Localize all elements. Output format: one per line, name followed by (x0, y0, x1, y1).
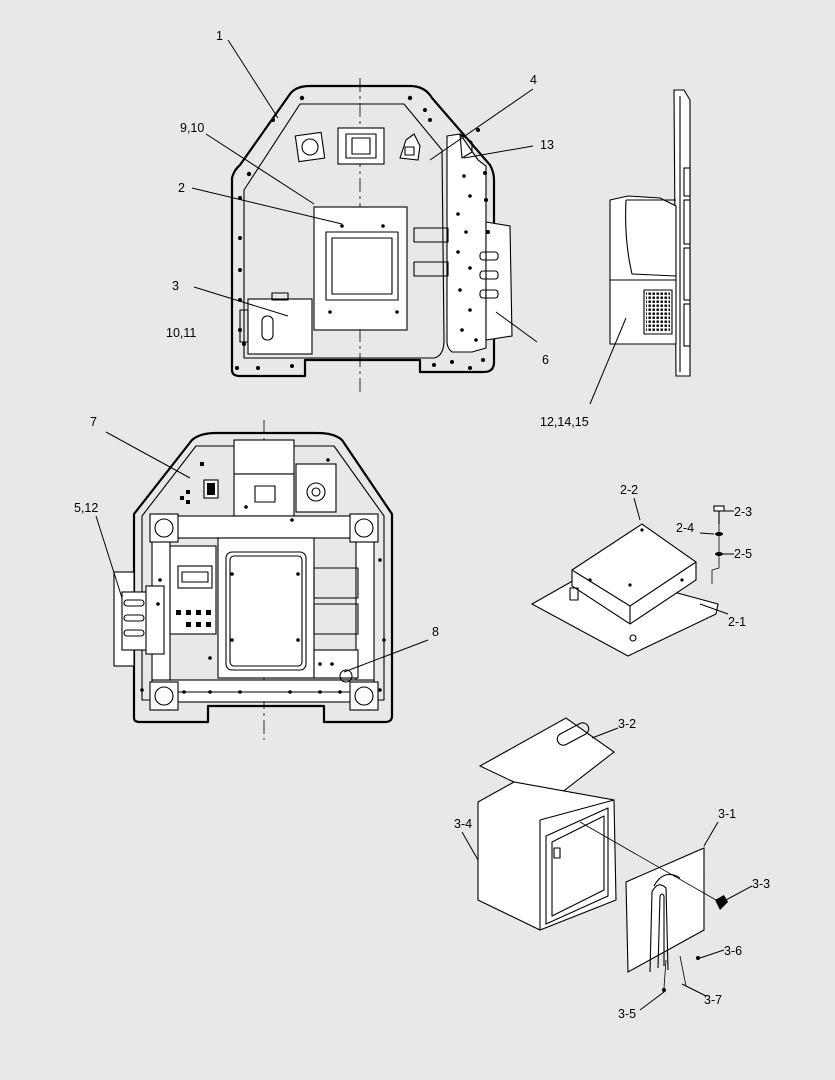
callout-3-6: 3-6 (724, 944, 742, 958)
callout-3: 3 (172, 279, 179, 293)
callout-6: 6 (542, 353, 549, 367)
callout-2-5: 2-5 (734, 547, 752, 561)
callout-3-3: 3-3 (752, 877, 770, 891)
rear-view (113, 420, 394, 740)
callout-2-3: 2-3 (734, 505, 752, 519)
side-view (609, 89, 691, 377)
callout-5-12: 5,12 (74, 501, 98, 515)
callout-3-5: 3-5 (618, 1007, 636, 1021)
callout-12-14-15: 12,14,15 (540, 415, 589, 429)
callout-3-1: 3-1 (718, 807, 736, 821)
callout-9-10: 9,10 (180, 121, 204, 135)
callout-3-7: 3-7 (704, 993, 722, 1007)
callout-7: 7 (90, 415, 97, 429)
callout-1: 1 (216, 29, 223, 43)
callout-2-2: 2-2 (620, 483, 638, 497)
callout-2-1: 2-1 (728, 615, 746, 629)
callout-labels: 1 9,10 2 3 10,11 4 13 6 12,14,15 7 5,12 … (74, 29, 770, 1021)
callout-13: 13 (540, 138, 554, 152)
detail-2-cover (530, 505, 725, 657)
callout-2-4: 2-4 (676, 521, 694, 535)
callout-3-2: 3-2 (618, 717, 636, 731)
detail-3-box (477, 717, 728, 992)
top-front-view (230, 78, 513, 392)
callout-2: 2 (178, 181, 185, 195)
callout-8: 8 (432, 625, 439, 639)
callout-10-11: 10,11 (166, 326, 196, 340)
callout-4: 4 (530, 73, 537, 87)
callout-3-4: 3-4 (454, 817, 472, 831)
leader-lines (95, 39, 753, 1011)
